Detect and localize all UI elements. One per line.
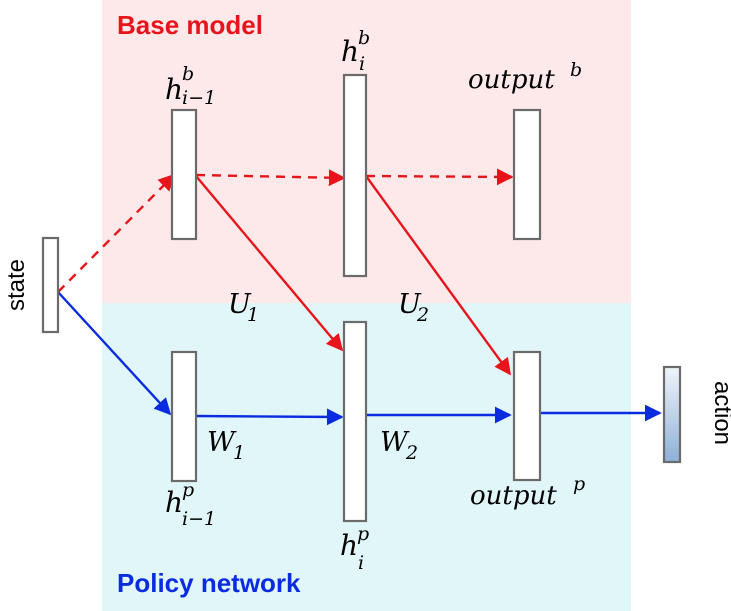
svg-text:i: i xyxy=(359,53,365,75)
u1-label: U 1 xyxy=(228,289,259,326)
svg-text:2: 2 xyxy=(416,304,429,326)
output-b-label: output b xyxy=(468,59,582,95)
state-label: state xyxy=(3,259,30,311)
hp-prev-node xyxy=(170,350,198,483)
state-to-hp-prev-arrow xyxy=(57,291,172,416)
u2-arrow xyxy=(365,175,511,376)
hp-i-node xyxy=(342,320,368,523)
hp-prev-label: h p i−1 xyxy=(165,479,216,530)
u2-label: U 2 xyxy=(398,289,429,326)
hb-prev-label: h b i−1 xyxy=(165,63,216,109)
svg-text:h: h xyxy=(165,486,183,519)
w2-label: W 2 xyxy=(380,427,418,464)
w1-label: W 1 xyxy=(207,427,245,464)
svg-text:W: W xyxy=(207,427,237,458)
hb-i-node xyxy=(342,73,368,278)
svg-text:i−1: i−1 xyxy=(182,87,216,109)
state-node xyxy=(41,236,60,334)
svg-text:W: W xyxy=(380,427,410,458)
svg-text:U: U xyxy=(228,289,252,320)
output-p-label: output p xyxy=(470,473,585,511)
hp-prev-to-hp-i-arrow xyxy=(195,408,344,426)
hb-i-label: h b i xyxy=(341,27,370,75)
svg-text:b: b xyxy=(182,63,194,85)
svg-text:h: h xyxy=(340,529,358,562)
svg-text:b: b xyxy=(570,59,582,81)
hb-prev-node xyxy=(170,108,198,241)
action-label: action xyxy=(709,381,731,445)
u1-arrow xyxy=(195,175,344,352)
svg-text:output: output xyxy=(470,481,557,511)
state-to-hb-prev-arrow xyxy=(57,173,176,293)
svg-text:2: 2 xyxy=(405,442,418,464)
svg-text:i: i xyxy=(358,552,364,574)
hp-i-label: h p i xyxy=(340,523,369,574)
hb-i-to-output-b-arrow xyxy=(365,168,514,186)
svg-text:output: output xyxy=(468,65,555,95)
svg-text:b: b xyxy=(358,27,370,49)
base-model-title: Base model xyxy=(117,10,263,40)
svg-text:1: 1 xyxy=(247,304,259,326)
svg-text:p: p xyxy=(573,473,585,495)
svg-text:h: h xyxy=(341,35,359,68)
svg-text:h: h xyxy=(165,73,183,106)
output-p-node xyxy=(512,350,542,482)
hb-prev-to-hb-i-arrow xyxy=(195,169,346,187)
policy-network-title: Policy network xyxy=(117,568,301,598)
svg-text:i−1: i−1 xyxy=(182,508,216,530)
svg-text:U: U xyxy=(398,289,422,320)
svg-text:p: p xyxy=(182,479,194,501)
action-node xyxy=(662,365,682,464)
output-b-node xyxy=(512,108,542,241)
svg-text:1: 1 xyxy=(233,442,245,464)
svg-text:p: p xyxy=(357,523,369,545)
